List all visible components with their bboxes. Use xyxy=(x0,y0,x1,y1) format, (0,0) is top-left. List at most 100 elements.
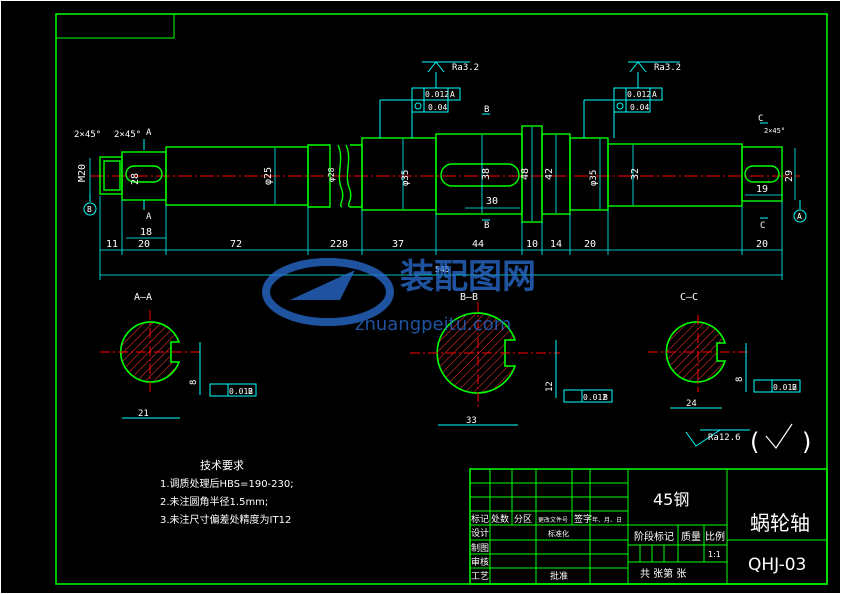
section-a-datum: B xyxy=(248,387,253,396)
datum-circle-right xyxy=(793,209,807,223)
roughness-right-symbol xyxy=(629,61,647,73)
tb-date: 年、月、日 xyxy=(592,516,622,524)
tb-process: 工艺 xyxy=(471,571,489,582)
section-c-label: C—C xyxy=(680,292,698,303)
tb-zone: 分区 xyxy=(514,514,532,525)
part-name: 蜗轮轴 xyxy=(750,511,810,535)
mark-a-bot: A xyxy=(146,212,152,222)
section-b-k: 12 xyxy=(545,381,555,392)
len-44: 44 xyxy=(472,239,484,250)
section-d38 xyxy=(435,133,523,215)
tolerance-right: Ra3.2 0.012 A 0.04 xyxy=(583,61,681,138)
dim-d38: 38 xyxy=(481,168,492,180)
extension-lines xyxy=(99,196,783,280)
corner-box xyxy=(55,13,175,39)
tol-right-circularity: 0.04 xyxy=(630,103,649,112)
watermark-logo xyxy=(262,258,394,326)
notes-item-2: 2.未注圆角半径1.5mm; xyxy=(160,495,268,508)
tb-review: 审核 xyxy=(471,556,489,568)
section-a-label: A—A xyxy=(134,292,152,303)
section-b-width: 33 xyxy=(466,416,477,426)
watermark: 装配图网 zhuangpeitu.com xyxy=(262,257,536,335)
sheet-count: 共 张第 张 xyxy=(640,567,686,580)
section-c-width: 24 xyxy=(686,399,697,409)
section-b-datum: B xyxy=(603,393,608,402)
section-c-datum: B xyxy=(792,383,797,392)
drawing-border xyxy=(55,13,828,585)
section-c-tol: 0.012 xyxy=(773,383,797,392)
weight-label: 质量 xyxy=(681,531,701,543)
roughness-left-symbol xyxy=(427,61,445,73)
shaft-outline xyxy=(99,125,783,223)
roughness-paren-close: ) xyxy=(802,428,811,456)
thread-inner xyxy=(103,160,121,191)
section-c-shape xyxy=(665,321,727,383)
section-a-tol: 0.012 xyxy=(229,387,253,396)
drawing-code: QHJ-03 xyxy=(748,555,806,575)
section-a-k: 8 xyxy=(189,380,199,385)
tb-approve: 批准 xyxy=(550,570,568,582)
dim-d29: 29 xyxy=(784,170,795,182)
notes-item-1: 1.调质处理后HBS=190-230; xyxy=(160,478,294,490)
tb-file: 更改文件号 xyxy=(538,516,568,524)
datum-left: B xyxy=(87,205,92,214)
section-marks: A A B B C C xyxy=(143,105,768,231)
section-a-width: 21 xyxy=(138,409,149,419)
datum-right: A xyxy=(797,212,802,221)
len-228: 228 xyxy=(330,239,348,250)
chamfer-left2: 2×45° xyxy=(114,130,141,140)
dim-d35a: φ35 xyxy=(401,170,411,186)
roughness-general: Ra12.6 xyxy=(708,433,741,443)
title-block: 45钢 蜗轮轴 QHJ-03 阶段标记 质量 比例 1:1 共 张第 张 标记 … xyxy=(469,468,828,585)
section-d28 xyxy=(307,144,331,208)
mark-b-bot: B xyxy=(484,221,489,231)
len-18: 18 xyxy=(140,227,152,238)
mark-c-top: C xyxy=(758,114,763,124)
datum-circle-left xyxy=(83,202,97,216)
section-d35-left xyxy=(361,137,437,211)
mark-b-top: B xyxy=(484,105,489,115)
general-roughness: Ra12.6 ( ) xyxy=(685,423,811,456)
check-icon xyxy=(765,423,793,450)
tol-right-datum: A xyxy=(652,90,657,99)
len-total: 545 xyxy=(435,265,450,274)
ratio-label: 比例 xyxy=(705,530,725,543)
dim-d42: 42 xyxy=(544,168,555,180)
mark-a-top: A xyxy=(146,128,152,138)
dim-d28c: 28 xyxy=(130,173,141,185)
len-72: 72 xyxy=(230,239,242,250)
len-14: 14 xyxy=(550,239,562,250)
break-lines xyxy=(337,144,352,208)
stage-mark: 阶段标记 xyxy=(634,530,674,543)
section-b-tol: 0.012 xyxy=(583,393,607,402)
tb-sign: 签字 xyxy=(574,513,592,525)
length-dimensions xyxy=(89,127,796,280)
technical-notes: 技术要求 1.调质处理后HBS=190-230; 2.未注圆角半径1.5mm; … xyxy=(160,459,294,526)
notes-heading: 技术要求 xyxy=(200,459,244,472)
notes-item-3: 3.未注尺寸偏差处精度为IT12 xyxy=(160,513,291,526)
mark-c-bot: C xyxy=(760,221,765,231)
len-20a: 20 xyxy=(138,239,150,250)
section-c-k: 8 xyxy=(735,377,745,382)
dim-d48: 48 xyxy=(520,168,531,180)
section-b-label: B—B xyxy=(460,292,478,303)
keyway-b xyxy=(440,163,520,187)
tol-right-runout: 0.012 xyxy=(627,90,651,99)
tol-left-circularity: 0.04 xyxy=(428,103,447,112)
tol-left-runout: 0.012 xyxy=(425,90,449,99)
roughness-right: Ra3.2 xyxy=(654,63,681,73)
tol-left-datum: A xyxy=(450,90,455,99)
keyway-c xyxy=(744,165,780,183)
tb-mark: 标记 xyxy=(471,513,489,525)
dim-m20: M20 xyxy=(77,164,88,182)
keyway-a xyxy=(125,165,163,183)
tolerance-left: Ra3.2 0.012 A 0.04 xyxy=(379,61,479,138)
chamfer-right: 2×45° xyxy=(764,127,785,135)
dim-d32: 32 xyxy=(630,168,641,180)
section-d32 xyxy=(607,143,743,207)
roughness-paren-open: ( xyxy=(750,428,759,456)
len-30: 30 xyxy=(486,196,498,207)
tb-standard: 标准化 xyxy=(548,529,569,538)
